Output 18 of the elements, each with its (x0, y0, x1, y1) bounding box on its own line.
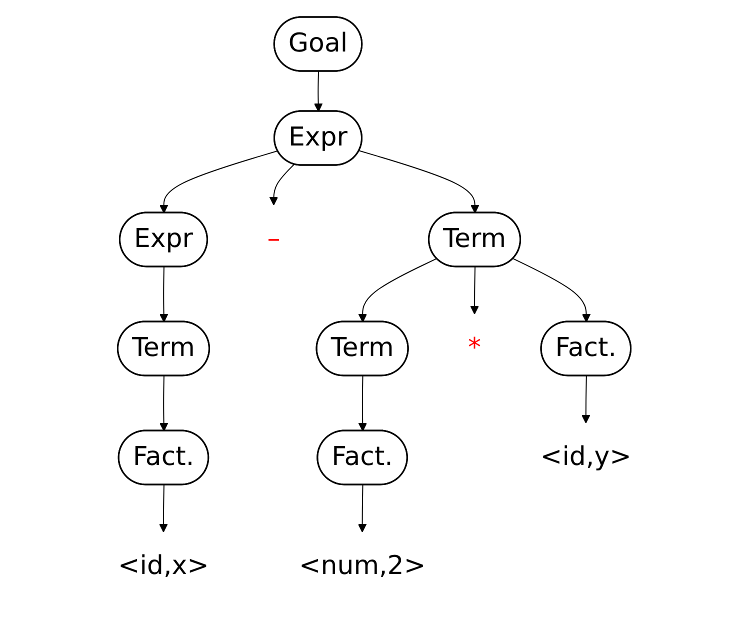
arrow (358, 258, 438, 322)
arrow (358, 484, 366, 532)
arrow (512, 258, 590, 322)
node-text: <id,x> (118, 550, 209, 580)
arrow (314, 70, 323, 112)
arrow (470, 266, 479, 314)
arrow (358, 150, 480, 213)
arrow (159, 266, 168, 322)
arrow (158, 484, 168, 532)
arrow (358, 375, 367, 431)
arrow (581, 375, 590, 423)
arrow (269, 163, 294, 205)
arrow (159, 375, 168, 431)
node-text: <num,2> (298, 550, 426, 580)
node-text: – (267, 223, 280, 254)
arrow (159, 150, 278, 213)
node-text: <id,y> (540, 441, 632, 472)
node-text: * (468, 332, 481, 362)
